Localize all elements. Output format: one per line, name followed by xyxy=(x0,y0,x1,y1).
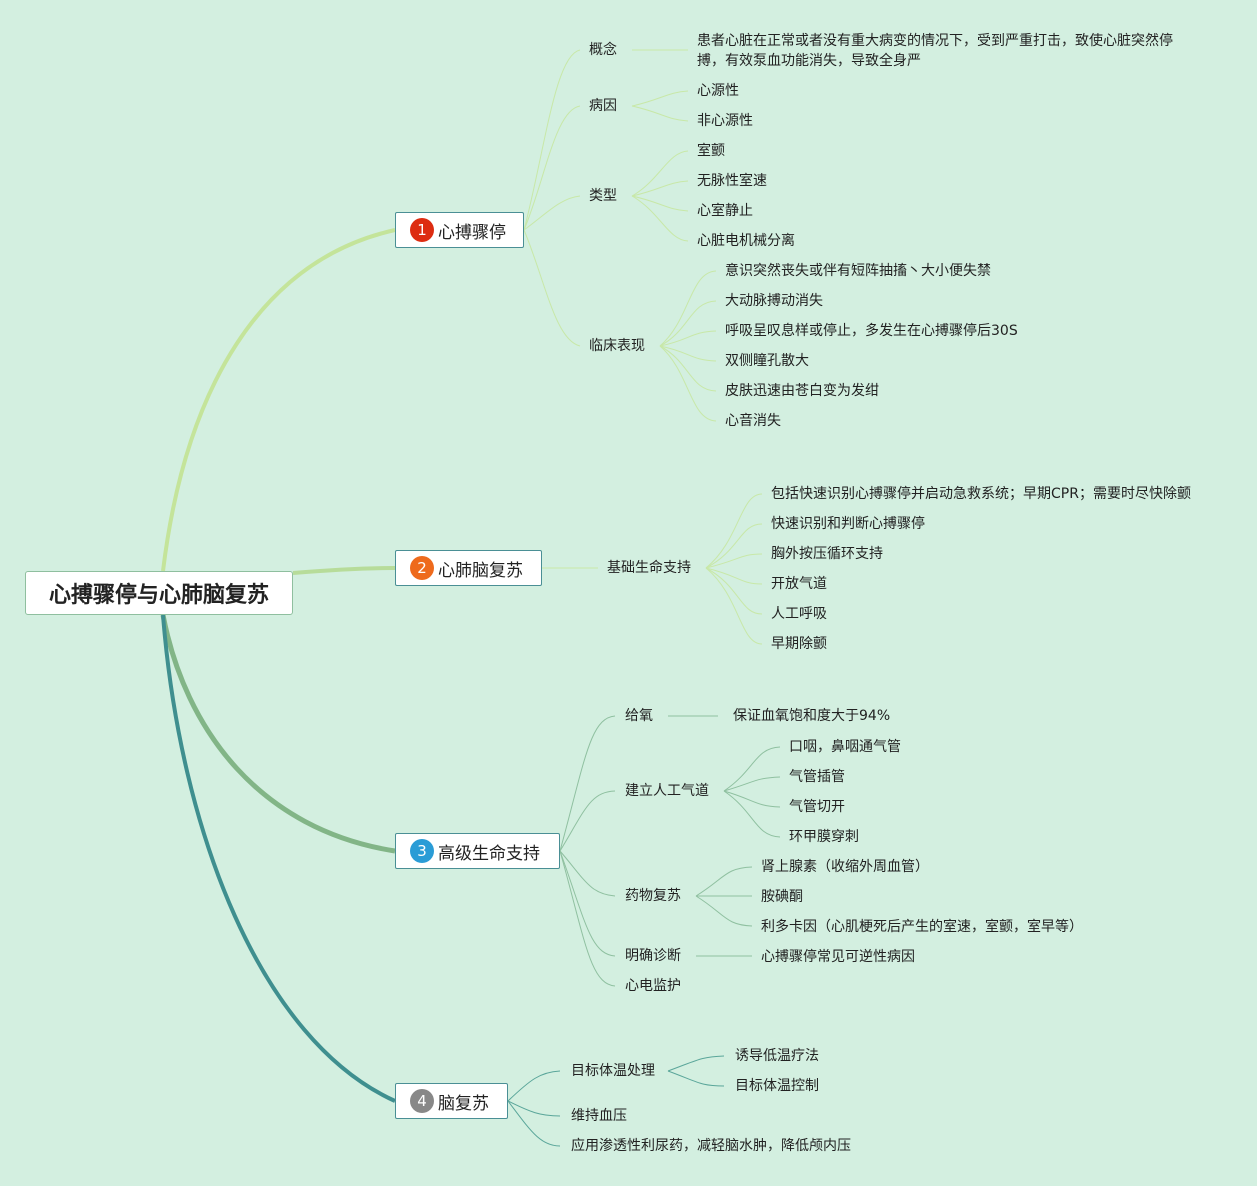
drug-item[interactable]: 胺碘酮 xyxy=(761,889,803,905)
drug-item[interactable]: 肾上腺素（收缩外周血管） xyxy=(761,859,929,875)
b2-links xyxy=(542,493,763,645)
type-item[interactable]: 无脉性室速 xyxy=(697,173,767,189)
bls-item[interactable]: 开放气道 xyxy=(771,576,827,592)
clinical-item[interactable]: 大动脉搏动消失 xyxy=(725,293,823,309)
number-badge-icon: 3 xyxy=(410,839,434,863)
number-badge-icon: 1 xyxy=(410,218,434,242)
clinical-item[interactable]: 心音消失 xyxy=(725,413,781,429)
clinical-item[interactable]: 双侧瞳孔散大 xyxy=(725,353,809,369)
topic-target-temp[interactable]: 目标体温处理 xyxy=(571,1063,655,1079)
topic-clinical[interactable]: 临床表现 xyxy=(589,338,645,354)
branch-brain-resuscitation[interactable]: 4 脑复苏 xyxy=(395,1083,508,1119)
bls-item[interactable]: 包括快速识别心搏骤停并启动急救系统；早期CPR；需要时尽快除颤 xyxy=(771,486,1191,502)
branch-als[interactable]: 3 高级生命支持 xyxy=(395,833,560,869)
bls-item[interactable]: 快速识别和判断心搏骤停 xyxy=(771,516,925,532)
number-badge-icon: 2 xyxy=(410,556,434,580)
concept-text[interactable]: 患者心脏在正常或者没有重大病变的情况下，受到严重打击，致使心脏突然停搏，有效泵血… xyxy=(697,33,1173,69)
b4-links xyxy=(507,1055,725,1147)
topic-diagnosis[interactable]: 明确诊断 xyxy=(625,948,681,964)
drug-item[interactable]: 利多卡因（心肌梗死后产生的室速，室颤，室早等） xyxy=(761,919,1083,935)
topic-bls[interactable]: 基础生命支持 xyxy=(607,560,691,576)
b1-links xyxy=(523,49,717,422)
cause-item[interactable]: 非心源性 xyxy=(697,113,753,129)
topic-concept[interactable]: 概念 xyxy=(589,42,617,58)
topic-osmotic-drug[interactable]: 应用渗透性利尿药，减轻脑水肿，降低颅内压 xyxy=(571,1138,851,1154)
branch-label: 心搏骤停 xyxy=(438,222,506,243)
branch-cardiac-arrest[interactable]: 1 心搏骤停 xyxy=(395,212,524,248)
bls-item[interactable]: 早期除颤 xyxy=(771,636,827,652)
temp-item[interactable]: 目标体温控制 xyxy=(735,1078,819,1094)
branch-label: 高级生命支持 xyxy=(438,843,540,864)
oxygen-text[interactable]: 保证血氧饱和度大于94% xyxy=(733,708,891,724)
clinical-item[interactable]: 意识突然丧失或伴有短阵抽搐丶大小便失禁 xyxy=(725,263,991,279)
root-topic[interactable]: 心搏骤停与心肺脑复苏 xyxy=(25,571,293,615)
type-item[interactable]: 室颤 xyxy=(697,143,725,159)
airway-item[interactable]: 口咽，鼻咽通气管 xyxy=(789,739,901,755)
branch-cpcr[interactable]: 2 心肺脑复苏 xyxy=(395,550,542,586)
temp-item[interactable]: 诱导低温疗法 xyxy=(735,1048,819,1064)
clinical-item[interactable]: 呼吸呈叹息样或停止，多发生在心搏骤停后30S xyxy=(725,323,1018,339)
clinical-item[interactable]: 皮肤迅速由苍白变为发绀 xyxy=(725,383,879,399)
airway-item[interactable]: 气管插管 xyxy=(789,769,845,785)
link-root-b2 xyxy=(292,566,396,575)
type-item[interactable]: 心脏电机械分离 xyxy=(697,233,795,249)
topic-type[interactable]: 类型 xyxy=(589,188,617,204)
link-root-b4 xyxy=(161,614,396,1103)
number-badge-icon: 4 xyxy=(410,1089,434,1113)
topic-bp[interactable]: 维持血压 xyxy=(571,1108,627,1124)
airway-item[interactable]: 环甲膜穿刺 xyxy=(789,829,859,845)
topic-airway[interactable]: 建立人工气道 xyxy=(625,783,709,799)
cause-item[interactable]: 心源性 xyxy=(697,83,739,99)
link-root-b3 xyxy=(160,614,396,854)
topic-oxygen[interactable]: 给氧 xyxy=(625,708,653,724)
topic-drug[interactable]: 药物复苏 xyxy=(625,888,681,904)
bls-item[interactable]: 胸外按压循环支持 xyxy=(771,546,883,562)
link-root-b1 xyxy=(161,228,396,572)
type-item[interactable]: 心室静止 xyxy=(697,203,753,219)
topic-ecg[interactable]: 心电监护 xyxy=(625,978,681,994)
b3-links xyxy=(559,715,781,987)
branch-label: 脑复苏 xyxy=(438,1093,489,1114)
bls-item[interactable]: 人工呼吸 xyxy=(771,606,827,622)
topic-cause[interactable]: 病因 xyxy=(589,98,617,114)
diagnosis-text[interactable]: 心搏骤停常见可逆性病因 xyxy=(761,949,915,965)
airway-item[interactable]: 气管切开 xyxy=(789,799,845,815)
branch-label: 心肺脑复苏 xyxy=(438,560,523,581)
